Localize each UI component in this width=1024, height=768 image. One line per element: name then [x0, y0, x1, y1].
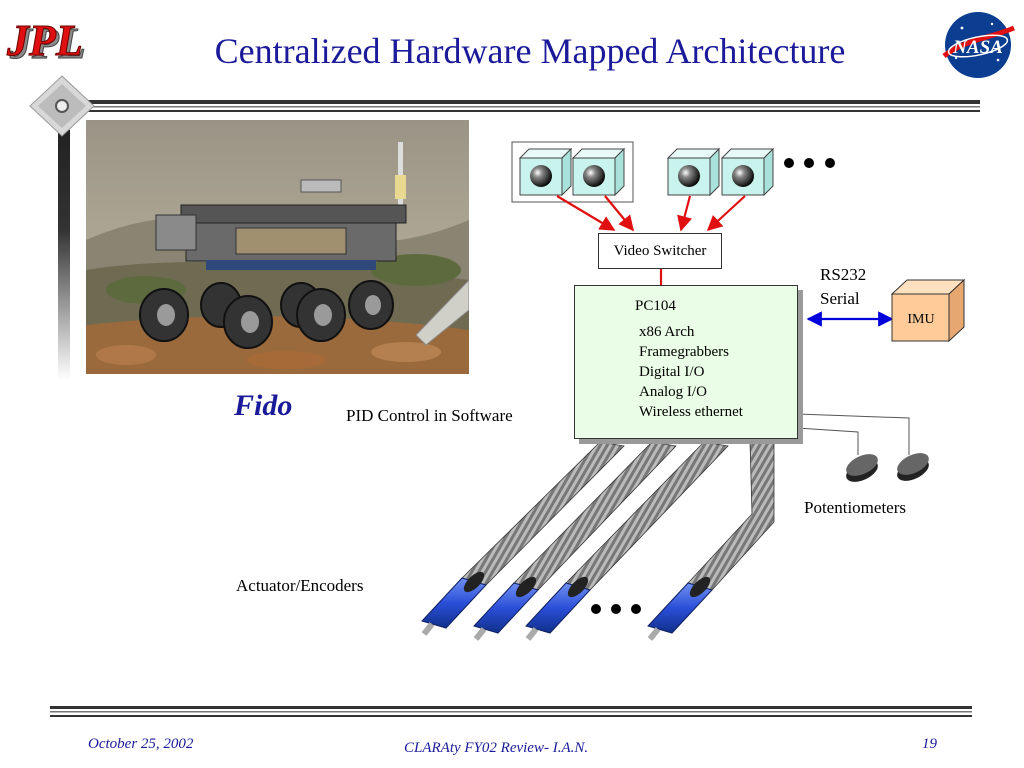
rs232-label: RS232	[820, 265, 867, 284]
page-title: Centralized Hardware Mapped Architecture	[214, 31, 846, 71]
potentiometer-2	[897, 453, 929, 481]
actuator-ellipsis	[591, 604, 641, 614]
camera-2	[571, 147, 626, 197]
camera-group-left	[511, 141, 634, 203]
camera-4	[720, 147, 775, 197]
pc104-title: PC104	[635, 298, 676, 314]
nasa-logo: NASA	[942, 12, 1015, 78]
photo-caption: Fido	[234, 389, 293, 422]
serial-label: Serial	[820, 289, 860, 308]
page-number: 19	[922, 736, 937, 752]
pc104-box: PC104 x86 Arch Framegrabbers Digital I/O…	[574, 285, 798, 439]
fido-rover-photo	[86, 120, 469, 374]
footer-date: October 25, 2002	[88, 736, 194, 752]
pc-feature: Digital I/O	[639, 364, 705, 380]
nasa-logo-text: NASA	[952, 37, 1003, 58]
camera-ellipsis	[784, 158, 835, 168]
imu-label: IMU	[907, 312, 934, 327]
imu-box	[890, 278, 966, 343]
pid-control-label: PID Control in Software	[346, 406, 513, 425]
actuator-2	[473, 576, 539, 641]
pc-feature: Analog I/O	[639, 384, 707, 400]
potentiometer-1	[846, 454, 878, 482]
potentiometer-wires	[796, 413, 910, 455]
actuator-4	[647, 576, 713, 641]
camera-1	[518, 147, 573, 197]
camera-arrows	[556, 195, 746, 232]
actuator-cables	[461, 441, 775, 591]
actuators-label: Actuator/Encoders	[236, 576, 364, 595]
jpl-logo-text: JPL	[6, 16, 83, 65]
pc-feature: Framegrabbers	[639, 344, 729, 360]
pc-feature: Wireless ethernet	[639, 404, 743, 420]
pc-feature: x86 Arch	[639, 324, 695, 340]
video-switcher-box: Video Switcher	[598, 233, 722, 269]
jpl-logo: JPL JPL	[6, 16, 86, 67]
actuator-1	[421, 571, 487, 636]
jpl-logo-shadow: JPL	[9, 19, 86, 66]
actuator-3	[525, 576, 591, 641]
camera-3	[666, 147, 721, 197]
potentiometers-label: Potentiometers	[804, 498, 906, 517]
footer-title: CLARAty FY02 Review- I.A.N.	[404, 740, 589, 756]
